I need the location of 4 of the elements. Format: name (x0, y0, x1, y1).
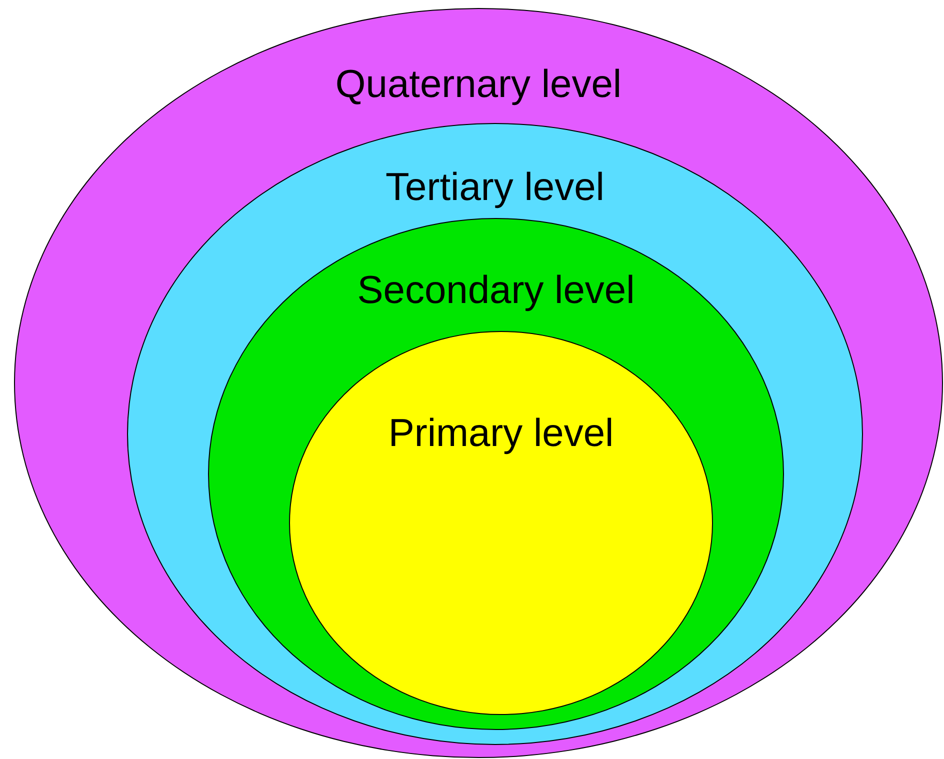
level-label: Secondary level (357, 271, 635, 310)
level-label: Primary level (388, 414, 614, 453)
level-label: Quaternary level (335, 65, 622, 104)
level-label: Tertiary level (386, 168, 604, 207)
